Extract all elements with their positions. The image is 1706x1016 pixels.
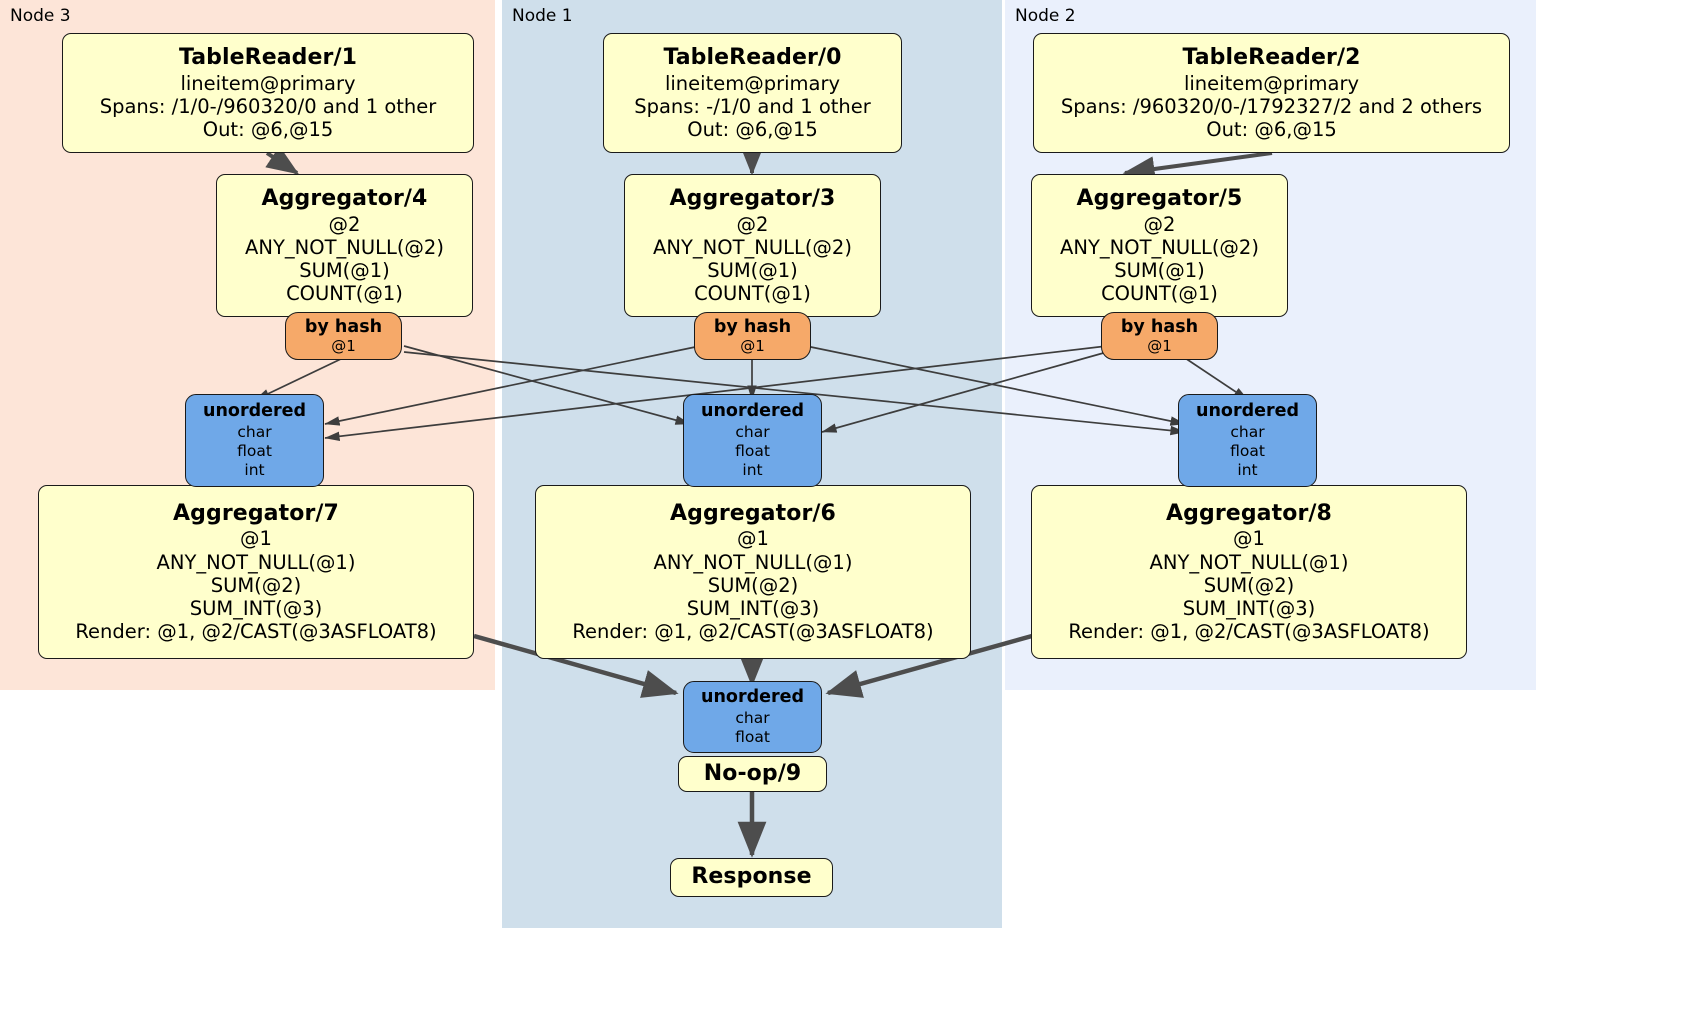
- processor-detail: SUM(@2): [1203, 573, 1295, 597]
- processor-title: Aggregator/6: [670, 500, 836, 526]
- processor-detail: ANY_NOT_NULL(@2): [1060, 235, 1259, 259]
- processor-detail: @1: [1233, 527, 1265, 551]
- router-title: by hash: [304, 316, 383, 337]
- node-label-node-2: Node 2: [1015, 6, 1076, 26]
- receiver-type: int: [244, 460, 265, 479]
- processor-detail: SUM(@2): [707, 573, 799, 597]
- processor-detail: SUM_INT(@3): [686, 597, 820, 621]
- processor-render: Render: @1, @2/CAST(@3ASFLOAT8): [1068, 620, 1430, 644]
- receiver-type: int: [1237, 460, 1258, 479]
- receiver-unordered-node-2[interactable]: unordered char float int: [1178, 394, 1317, 487]
- processor-aggregator-8[interactable]: Aggregator/8 @1 ANY_NOT_NULL(@1) SUM(@2)…: [1031, 485, 1467, 659]
- receiver-type: float: [1230, 441, 1265, 460]
- processor-detail: SUM(@2): [210, 573, 302, 597]
- processor-detail: @2: [736, 212, 769, 236]
- processor-detail: COUNT(@1): [286, 282, 403, 306]
- processor-title: Response: [691, 864, 812, 890]
- processor-tablereader-0[interactable]: TableReader/0 lineitem@primary Spans: -/…: [603, 33, 902, 153]
- receiver-type: int: [742, 460, 763, 479]
- processor-detail: Out: @6,@15: [1206, 118, 1337, 142]
- processor-detail: SUM(@1): [1114, 258, 1205, 282]
- processor-tablereader-1[interactable]: TableReader/1 lineitem@primary Spans: /1…: [62, 33, 474, 153]
- processor-detail: COUNT(@1): [1101, 282, 1218, 306]
- processor-detail: ANY_NOT_NULL(@1): [653, 550, 853, 574]
- receiver-title: unordered: [1196, 401, 1299, 422]
- processor-aggregator-6[interactable]: Aggregator/6 @1 ANY_NOT_NULL(@1) SUM(@2)…: [535, 485, 971, 659]
- processor-aggregator-3[interactable]: Aggregator/3 @2 ANY_NOT_NULL(@2) SUM(@1)…: [624, 174, 881, 317]
- processor-title: Aggregator/4: [261, 185, 428, 211]
- receiver-type: char: [237, 423, 272, 442]
- processor-detail: Spans: /960320/0-/1792327/2 and 2 others: [1060, 94, 1483, 118]
- receiver-type: float: [735, 441, 770, 460]
- processor-aggregator-5[interactable]: Aggregator/5 @2 ANY_NOT_NULL(@2) SUM(@1)…: [1031, 174, 1288, 317]
- processor-detail: lineitem@primary: [180, 71, 356, 95]
- receiver-title: unordered: [203, 401, 306, 422]
- processor-detail: @2: [328, 212, 361, 236]
- processor-detail: SUM(@1): [299, 258, 390, 282]
- processor-detail: ANY_NOT_NULL(@1): [156, 550, 356, 574]
- receiver-title: unordered: [701, 687, 804, 708]
- receiver-unordered-final[interactable]: unordered char float: [683, 681, 822, 753]
- processor-render: Render: @1, @2/CAST(@3ASFLOAT8): [572, 620, 934, 644]
- processor-detail: Spans: -/1/0 and 1 other: [634, 94, 871, 118]
- processor-detail: lineitem@primary: [1183, 71, 1360, 95]
- processor-title: Aggregator/5: [1076, 185, 1243, 211]
- processor-title: Aggregator/7: [173, 500, 339, 526]
- processor-detail: Out: @6,@15: [687, 118, 818, 142]
- receiver-unordered-node-3[interactable]: unordered char float int: [185, 394, 324, 487]
- processor-detail: @1: [737, 527, 769, 551]
- router-title: by hash: [713, 316, 792, 337]
- router-detail: @1: [740, 336, 765, 355]
- processor-aggregator-4[interactable]: Aggregator/4 @2 ANY_NOT_NULL(@2) SUM(@1)…: [216, 174, 473, 317]
- processor-detail: lineitem@primary: [664, 71, 841, 95]
- receiver-type: char: [1230, 423, 1265, 442]
- processor-response[interactable]: Response: [670, 858, 833, 897]
- processor-detail: COUNT(@1): [694, 282, 811, 306]
- processor-aggregator-7[interactable]: Aggregator/7 @1 ANY_NOT_NULL(@1) SUM(@2)…: [38, 485, 474, 659]
- router-detail: @1: [1147, 336, 1172, 355]
- processor-title: TableReader/2: [1182, 44, 1361, 70]
- processor-detail: SUM(@1): [707, 258, 798, 282]
- processor-detail: ANY_NOT_NULL(@2): [245, 235, 444, 259]
- processor-tablereader-2[interactable]: TableReader/2 lineitem@primary Spans: /9…: [1033, 33, 1510, 153]
- node-label-node-3: Node 3: [10, 6, 71, 26]
- receiver-type: float: [735, 727, 770, 746]
- processor-detail: ANY_NOT_NULL(@2): [653, 235, 852, 259]
- receiver-type: float: [237, 441, 272, 460]
- processor-detail: SUM_INT(@3): [189, 597, 323, 621]
- router-by-hash-node-3[interactable]: by hash @1: [285, 312, 402, 360]
- router-by-hash-node-1[interactable]: by hash @1: [694, 312, 811, 360]
- receiver-type: char: [735, 709, 770, 728]
- processor-detail: @2: [1143, 212, 1176, 236]
- processor-title: TableReader/1: [178, 44, 358, 70]
- receiver-title: unordered: [701, 401, 804, 422]
- processor-title: Aggregator/3: [669, 185, 836, 211]
- processor-noop-9[interactable]: No-op/9: [678, 756, 827, 792]
- processor-detail: SUM_INT(@3): [1182, 597, 1316, 621]
- processor-title: Aggregator/8: [1166, 500, 1332, 526]
- processor-title: TableReader/0: [663, 44, 842, 70]
- router-title: by hash: [1120, 316, 1199, 337]
- processor-detail: ANY_NOT_NULL(@1): [1149, 550, 1349, 574]
- receiver-unordered-node-1[interactable]: unordered char float int: [683, 394, 822, 487]
- processor-render: Render: @1, @2/CAST(@3ASFLOAT8): [75, 620, 437, 644]
- processor-detail: @1: [240, 527, 272, 551]
- router-by-hash-node-2[interactable]: by hash @1: [1101, 312, 1218, 360]
- processor-detail: Out: @6,@15: [202, 118, 334, 142]
- node-label-node-1: Node 1: [512, 6, 573, 26]
- receiver-type: char: [735, 423, 770, 442]
- processor-detail: Spans: /1/0-/960320/0 and 1 other: [99, 94, 437, 118]
- router-detail: @1: [331, 336, 356, 355]
- processor-title: No-op/9: [703, 760, 802, 786]
